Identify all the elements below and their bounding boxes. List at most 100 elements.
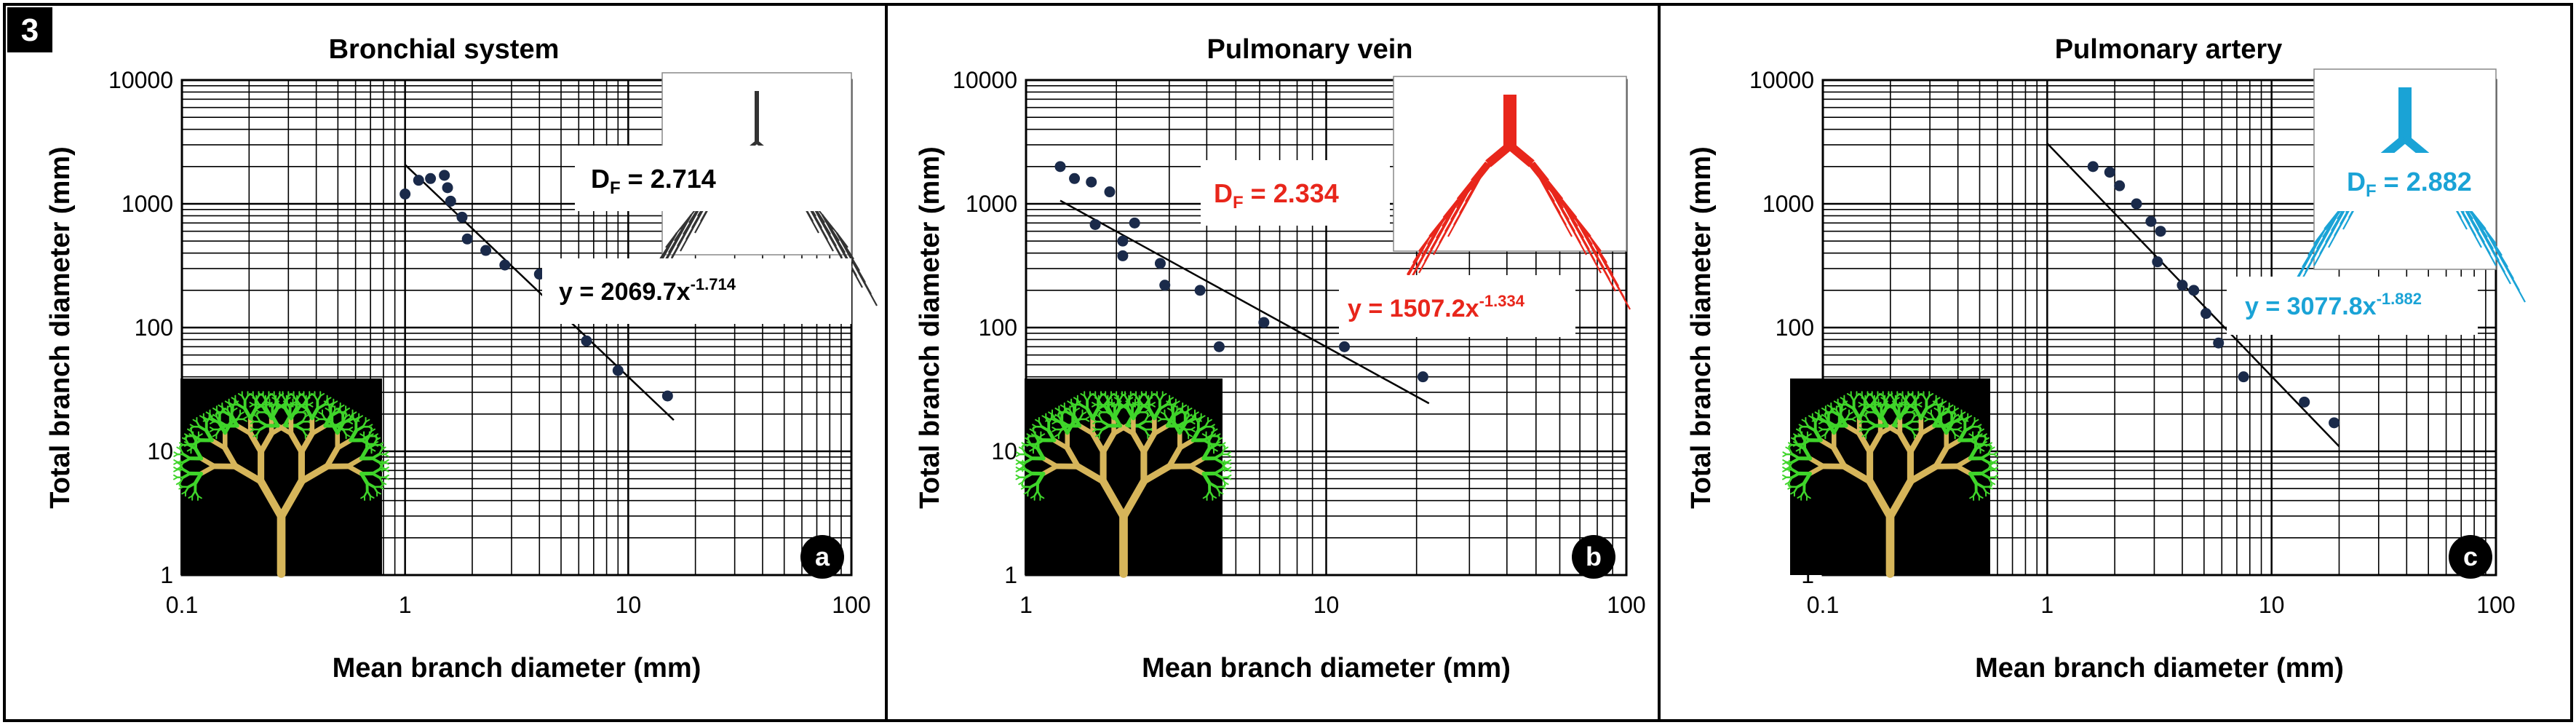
equation-base: y = 2069.7x — [559, 278, 691, 306]
tree-branch — [1904, 398, 1910, 406]
data-point — [1117, 235, 1129, 247]
tree-branch — [1899, 402, 1904, 405]
tree-branch — [341, 418, 351, 425]
tree-branch — [255, 398, 261, 406]
vessel-twig — [1589, 236, 1631, 310]
tree-branch — [1808, 456, 1826, 469]
df-subscript: F — [610, 178, 621, 198]
tree-branch — [1968, 472, 1979, 486]
tree-branch — [365, 419, 370, 423]
tree-branch — [1798, 424, 1804, 428]
tree-branch — [1981, 486, 1987, 493]
tree-branch — [1987, 486, 1993, 490]
data-point — [2177, 280, 2188, 291]
tree-branch — [368, 433, 374, 437]
tree-branch — [1086, 395, 1092, 402]
equation-label: y = 2069.7x-1.714 — [559, 275, 736, 306]
tree-branch — [1035, 447, 1046, 461]
data-point — [2155, 226, 2166, 237]
tree-branch — [1143, 428, 1149, 436]
tree-branch — [1850, 418, 1856, 422]
tree-branch — [1035, 435, 1045, 442]
data-point — [1154, 258, 1166, 269]
tree-branch — [1907, 463, 1939, 485]
tree-branch — [269, 402, 274, 405]
plot-frame — [1821, 79, 2497, 577]
tree-branch — [173, 451, 179, 456]
panel-label: a — [815, 542, 830, 571]
tree-branch — [277, 478, 306, 521]
vessel-twig — [2484, 229, 2526, 303]
tree-branch — [1866, 478, 1894, 521]
tree-branch — [1963, 425, 1973, 432]
df-label-box — [1201, 160, 1390, 226]
data-point — [2145, 215, 2157, 227]
tree-branch — [1213, 456, 1223, 464]
data-point — [2131, 198, 2142, 210]
tree-branch — [209, 419, 215, 423]
tree-branch — [1993, 476, 1999, 480]
tree-branch — [288, 430, 305, 455]
tree-branch — [1213, 472, 1223, 479]
data-point — [2188, 285, 2200, 296]
tree-branch — [232, 407, 238, 411]
tree-branch — [1903, 424, 1913, 432]
tree-branch — [1196, 425, 1207, 432]
tree-branch — [301, 428, 307, 436]
tree-branch — [1075, 407, 1081, 411]
tree-branch — [348, 421, 354, 424]
tree-branch — [1126, 395, 1132, 402]
tree-branch — [199, 456, 217, 469]
vessel-branch — [1456, 180, 1476, 202]
x-axis-label: Mean branch diameter (mm) — [333, 653, 701, 684]
tree-branch — [1070, 402, 1076, 405]
equation-base: y = 1507.2x — [1348, 295, 1479, 322]
vessel-branch — [1485, 142, 1513, 167]
tree-branch — [1924, 416, 1930, 420]
tree-branch — [383, 468, 389, 472]
tree-branch — [335, 437, 354, 451]
tree-branch — [244, 395, 249, 402]
tree-branch — [1200, 415, 1206, 419]
tree-branch — [1877, 402, 1883, 405]
equation-base: y = 3077.8x — [2245, 293, 2377, 320]
tree-branch — [1064, 445, 1081, 470]
equation-label: y = 3077.8x-1.882 — [2245, 290, 2422, 320]
tree-branch — [1782, 459, 1788, 463]
tree-branch — [1979, 472, 1990, 479]
fractal-tree-inset — [1015, 379, 1232, 578]
tree-branch — [1811, 416, 1817, 420]
tree-branch — [1826, 420, 1837, 427]
tree-branch — [1856, 430, 1873, 455]
vessel-twig — [1575, 218, 1616, 292]
tree-branch — [1919, 406, 1928, 421]
tree-branch — [1948, 404, 1954, 408]
tree-branch — [173, 459, 179, 463]
equation-exponent: -1.714 — [691, 275, 736, 293]
tree-branch — [1800, 490, 1805, 497]
tree-branch — [1941, 400, 1947, 405]
tree-branch — [257, 478, 285, 521]
data-point — [1086, 176, 1097, 188]
tree-branch — [190, 430, 196, 437]
tree-branch — [256, 416, 261, 423]
tree-branch — [285, 395, 290, 402]
x-tick-label: 1 — [399, 592, 412, 618]
tree-branch — [1052, 419, 1057, 423]
data-point — [2114, 180, 2126, 191]
tree-branch — [1197, 416, 1203, 424]
data-point — [480, 245, 492, 256]
tree-branch — [1957, 429, 1963, 432]
tree-branch — [1223, 461, 1229, 466]
tree-branch — [1097, 398, 1102, 406]
tree-branch — [1979, 456, 1989, 464]
tree-branch — [1950, 418, 1960, 425]
data-point — [1054, 161, 1066, 173]
data-point — [413, 175, 424, 186]
tree-branch — [202, 416, 208, 420]
figure-number: 3 — [21, 12, 39, 48]
tree-branch — [218, 420, 228, 427]
data-point — [1213, 341, 1225, 352]
tree-branch — [1099, 478, 1128, 521]
data-point — [2329, 417, 2340, 429]
